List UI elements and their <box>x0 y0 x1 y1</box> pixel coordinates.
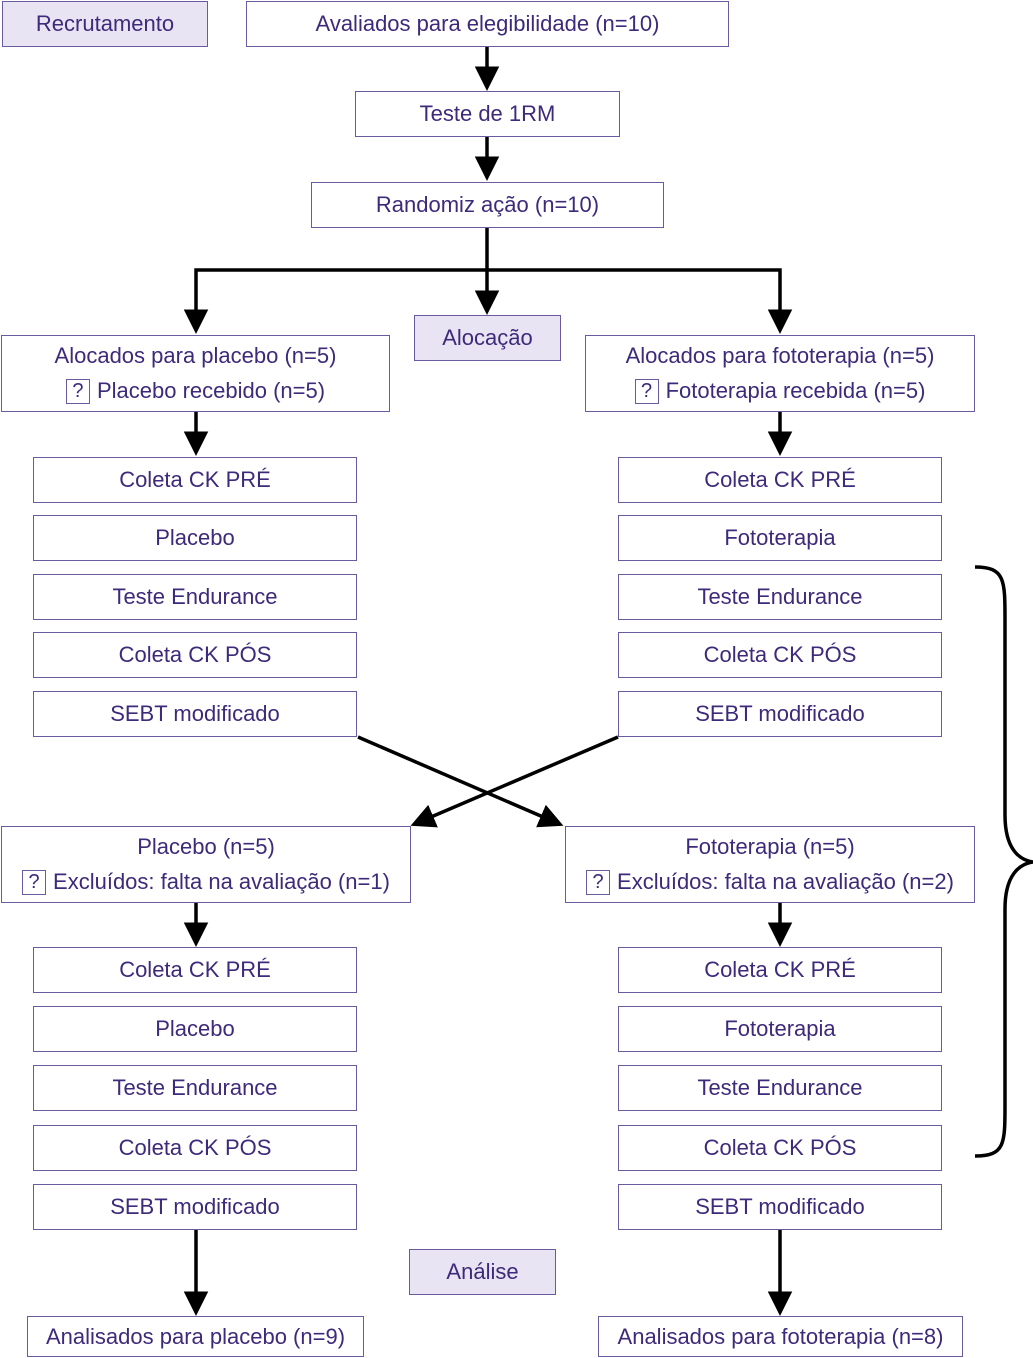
crossover-right-to-left <box>410 735 619 828</box>
phase-label-recruitment: Recrutamento <box>2 1 208 47</box>
allocation-title: Alocados para placebo (n=5) <box>54 343 337 368</box>
crossover-placebo-box: Placebo (n=5) ?Excluídos: falta na avali… <box>1 826 411 903</box>
step-text: SEBT modificado <box>110 1194 280 1219</box>
eligibility-box: Avaliados para elegibilidade (n=10) <box>246 1 729 47</box>
period2-left-step: Teste Endurance <box>33 1065 357 1111</box>
step-text: Fototerapia <box>724 1016 836 1041</box>
phase-label-text: Recrutamento <box>35 11 175 36</box>
period1-left-step: SEBT modificado <box>33 691 357 737</box>
randomization-box: Randomiz ação (n=10) <box>311 182 664 228</box>
crossover-title: Placebo (n=5) <box>137 834 275 859</box>
step-text: Coleta CK PRÉ <box>119 957 271 982</box>
allocation-detail: Fototerapia recebida (n=5) <box>665 378 926 403</box>
period1-left-step: Coleta CK PRÉ <box>33 457 357 503</box>
period1-right-step: SEBT modificado <box>618 691 942 737</box>
period2-right-step: SEBT modificado <box>618 1184 942 1230</box>
one-rm-text: Teste de 1RM <box>419 101 556 126</box>
step-text: Coleta CK PRÉ <box>119 467 271 492</box>
crossover-title-line: Fototerapia (n=5) <box>685 830 854 865</box>
unknown-glyph-icon: ? <box>65 378 90 404</box>
period1-left-step: Teste Endurance <box>33 574 357 620</box>
unknown-glyph-icon: ? <box>22 869 47 895</box>
period1-right-step: Fototerapia <box>618 515 942 561</box>
step-text: Teste Endurance <box>112 1075 278 1100</box>
allocation-detail-line: ?Fototerapia recebida (n=5) <box>634 374 926 409</box>
unknown-glyph-icon: ? <box>634 378 659 404</box>
step-text: Placebo <box>155 525 235 550</box>
step-text: Fototerapia <box>724 525 836 550</box>
one-rm-box: Teste de 1RM <box>355 91 620 137</box>
step-text: Coleta CK PÓS <box>118 1135 272 1160</box>
period1-left-step: Placebo <box>33 515 357 561</box>
period1-left-step: Coleta CK PÓS <box>33 632 357 678</box>
step-text: Coleta CK PÓS <box>703 642 857 667</box>
analysis-phototherapy-box: Analisados para fototerapia (n=8) <box>598 1316 963 1357</box>
crossover-title: Fototerapia (n=5) <box>685 834 855 859</box>
phase-label-analysis: Análise <box>409 1249 556 1295</box>
step-text: SEBT modificado <box>695 701 865 726</box>
branch-to-placebo <box>183 268 487 334</box>
eligibility-text: Avaliados para elegibilidade (n=10) <box>315 11 660 36</box>
step-text: Coleta CK PRÉ <box>704 957 856 982</box>
phase-label-text: Análise <box>446 1259 519 1284</box>
crossover-title-line: Placebo (n=5) <box>137 830 275 865</box>
step-text: Coleta CK PRÉ <box>704 467 856 492</box>
period2-right-step: Coleta CK PÓS <box>618 1125 942 1171</box>
period1-right-step: Teste Endurance <box>618 574 942 620</box>
crossover-detail: Excluídos: falta na avaliação (n=1) <box>53 869 390 894</box>
period1-right-step: Coleta CK PÓS <box>618 632 942 678</box>
crossover-detail: Excluídos: falta na avaliação (n=2) <box>617 869 954 894</box>
crossover-left-to-right <box>357 735 564 828</box>
period1-right-step: Coleta CK PRÉ <box>618 457 942 503</box>
step-text: Coleta CK PÓS <box>703 1135 857 1160</box>
crossover-phototherapy-box: Fototerapia (n=5) ?Excluídos: falta na a… <box>565 826 975 903</box>
curly-brace <box>974 565 1033 1158</box>
placebo-allocation-box: Alocados para placebo (n=5) ?Placebo rec… <box>1 335 390 412</box>
phase-label-allocation: Alocação <box>414 315 561 361</box>
period2-right-step: Fototerapia <box>618 1006 942 1052</box>
period2-left-step: Placebo <box>33 1006 357 1052</box>
period2-left-step: SEBT modificado <box>33 1184 357 1230</box>
step-text: Teste Endurance <box>697 584 863 609</box>
period2-left-step: Coleta CK PÓS <box>33 1125 357 1171</box>
step-text: SEBT modificado <box>110 701 280 726</box>
step-text: Coleta CK PÓS <box>118 642 272 667</box>
phase-label-text: Alocação <box>442 325 533 350</box>
allocation-title-line: Alocados para placebo (n=5) <box>55 339 337 374</box>
period2-right-step: Coleta CK PRÉ <box>618 947 942 993</box>
period2-right-step: Teste Endurance <box>618 1065 942 1111</box>
allocation-title-line: Alocados para fototerapia (n=5) <box>626 339 935 374</box>
analysis-text: Analisados para fototerapia (n=8) <box>617 1323 944 1349</box>
branch-to-phototherapy <box>487 268 793 334</box>
crossover-detail-line: ?Excluídos: falta na avaliação (n=2) <box>586 865 954 900</box>
period2-left-step: Coleta CK PRÉ <box>33 947 357 993</box>
phototherapy-allocation-box: Alocados para fototerapia (n=5) ?Fototer… <box>585 335 975 412</box>
analysis-placebo-box: Analisados para placebo (n=9) <box>27 1316 364 1357</box>
step-text: Teste Endurance <box>112 584 278 609</box>
allocation-detail: Placebo recebido (n=5) <box>96 378 326 403</box>
randomization-text: Randomiz ação (n=10) <box>375 192 600 217</box>
step-text: Placebo <box>155 1016 235 1041</box>
step-text: Teste Endurance <box>697 1075 863 1100</box>
crossover-detail-line: ?Excluídos: falta na avaliação (n=1) <box>22 865 390 900</box>
step-text: SEBT modificado <box>695 1194 865 1219</box>
unknown-glyph-icon: ? <box>586 869 611 895</box>
allocation-title: Alocados para fototerapia (n=5) <box>625 343 935 368</box>
analysis-text: Analisados para placebo (n=9) <box>45 1323 346 1349</box>
allocation-detail-line: ?Placebo recebido (n=5) <box>65 374 326 409</box>
